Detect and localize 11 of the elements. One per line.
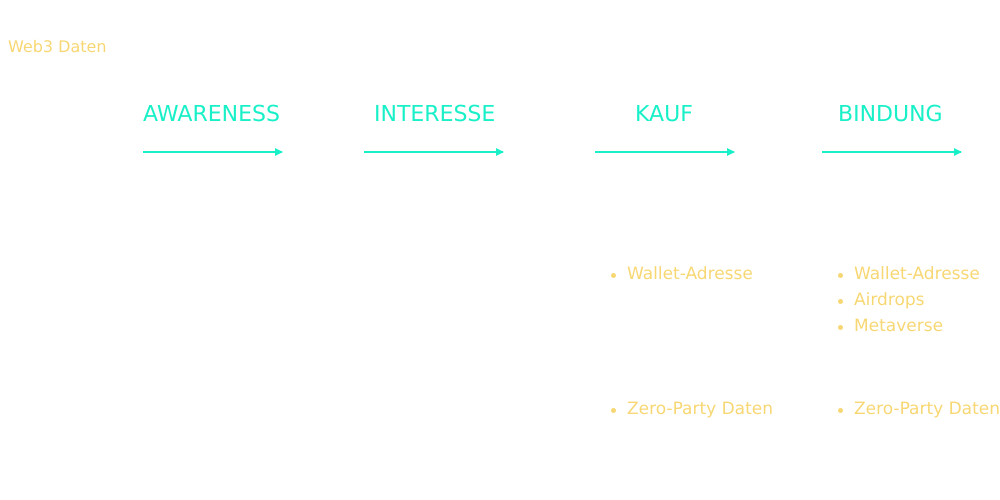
list-item: Wallet-Adresse	[627, 264, 753, 284]
list-item: Zero-Party Daten	[854, 399, 1000, 419]
list-item: Zero-Party Daten	[627, 399, 774, 419]
stage-heading: BINDUNG	[838, 102, 943, 127]
list-item: Airdrops	[854, 290, 924, 310]
stage-heading: INTERESSE	[374, 102, 496, 127]
list-item: Metaverse	[854, 316, 944, 336]
list-item: Wallet-Adresse	[854, 264, 980, 284]
page-title: Web3 Daten	[8, 37, 107, 56]
stage-heading: AWARENESS	[143, 102, 280, 127]
stage-heading: KAUF	[635, 102, 693, 127]
